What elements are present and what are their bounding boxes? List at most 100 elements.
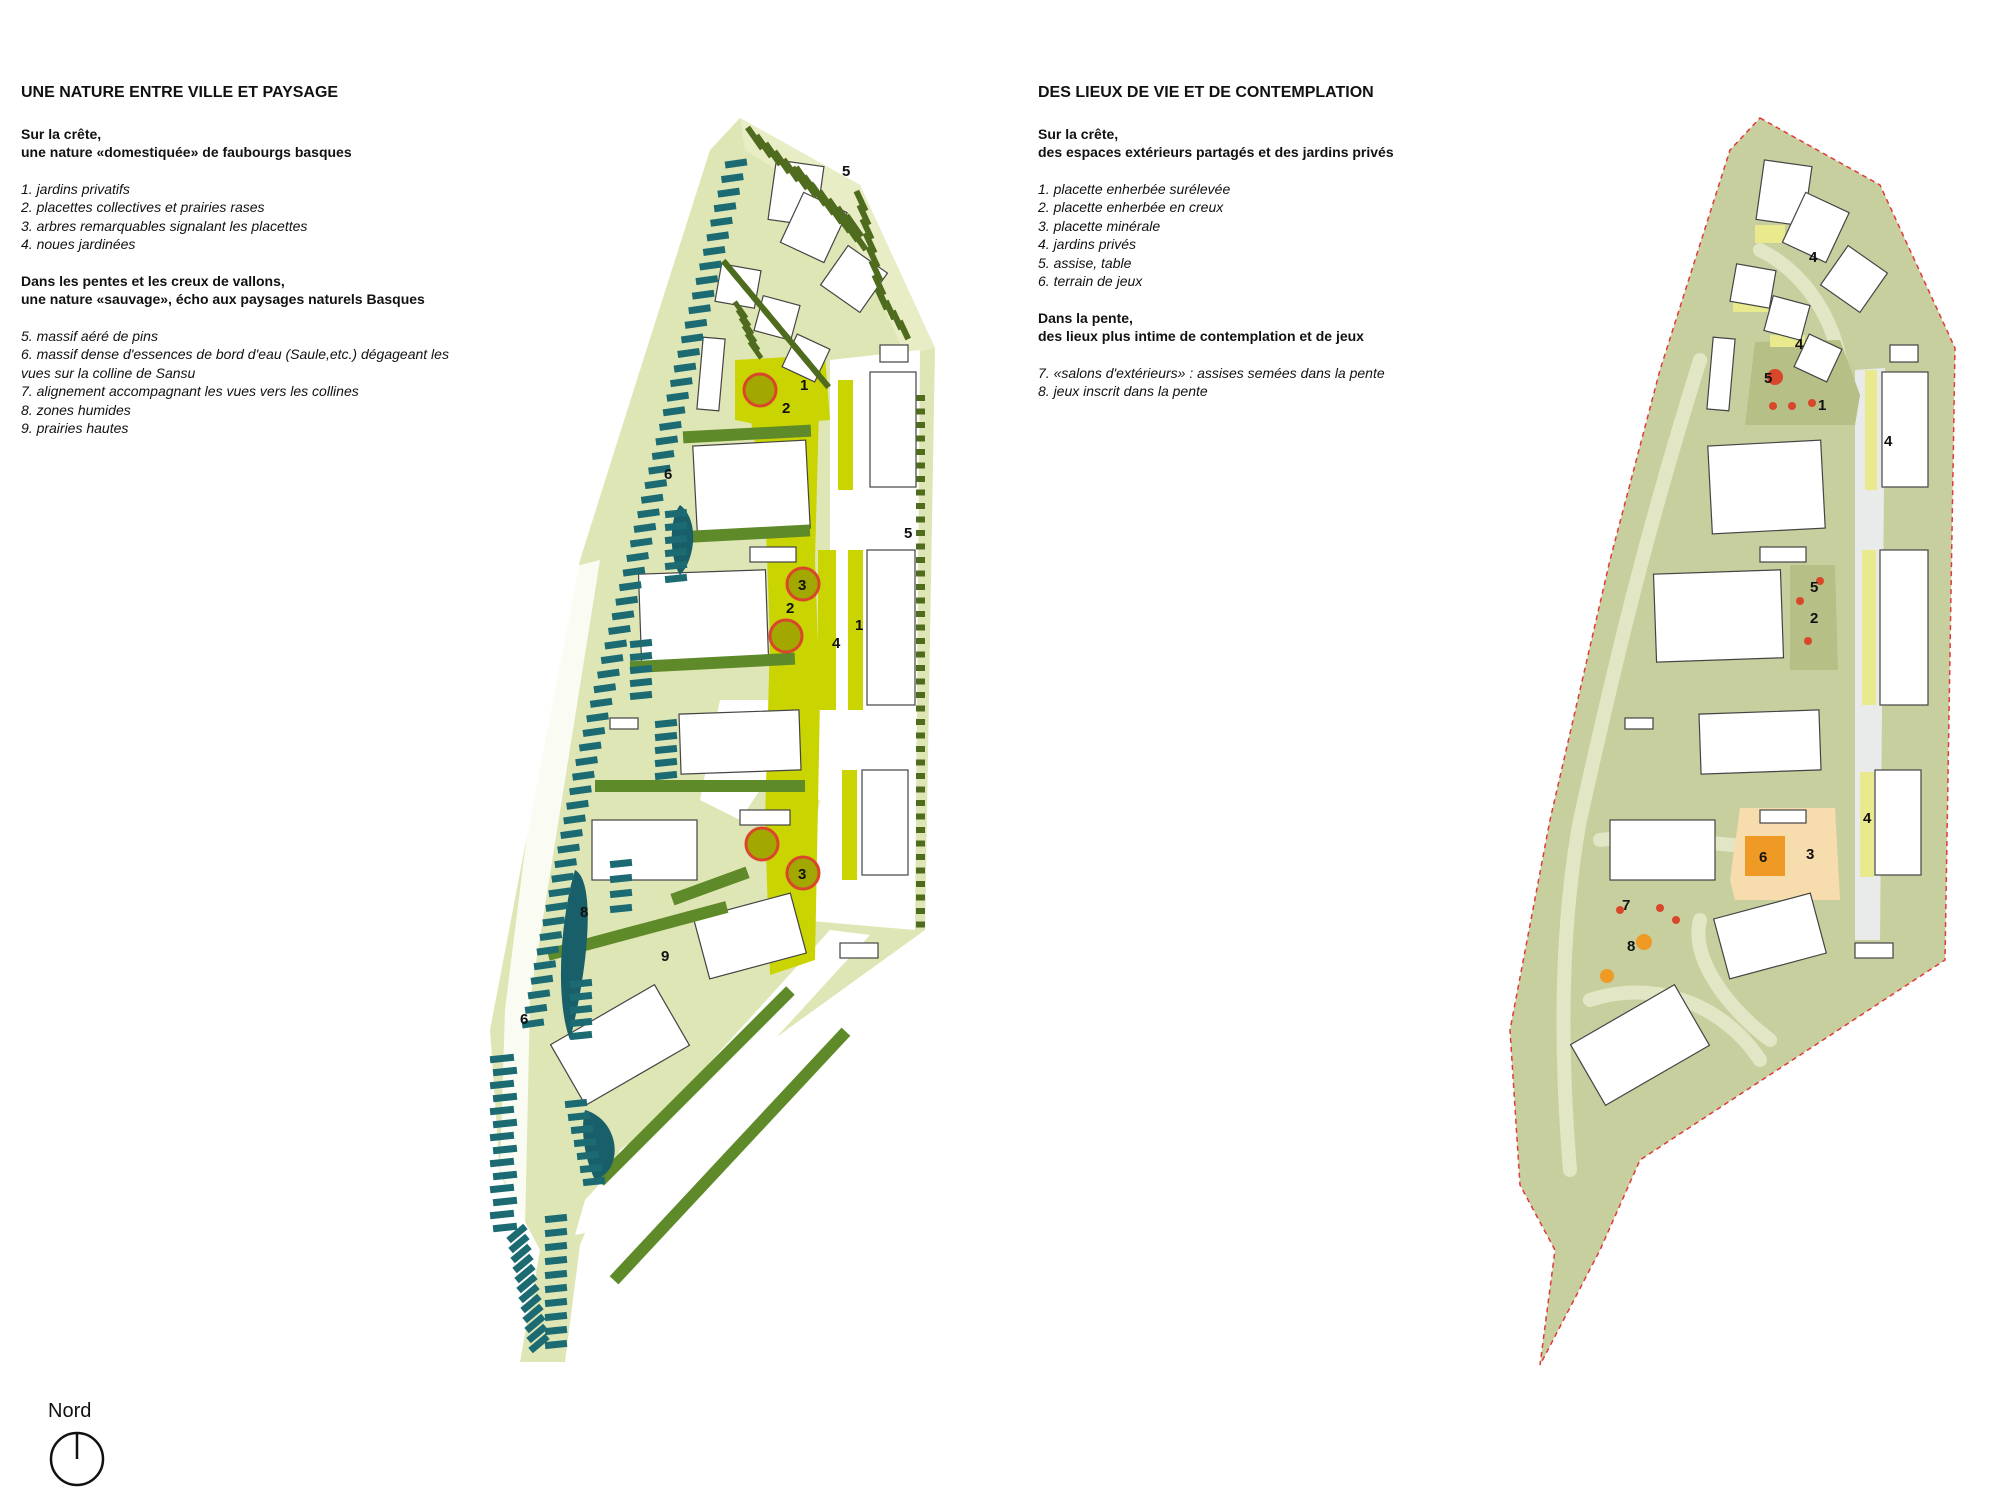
hatch-mark [609, 903, 633, 914]
hatch-mark [569, 1030, 593, 1041]
right-private-garden [1865, 370, 1877, 490]
hatch-mark [702, 245, 726, 256]
hatch-mark [669, 377, 693, 388]
hatch-mark [512, 1253, 534, 1274]
hatch-mark [862, 231, 878, 255]
hatch-mark [567, 1111, 591, 1122]
hatch-mark [664, 534, 688, 545]
right-seat-marker [1788, 402, 1796, 410]
right-map-label: 2 [1810, 610, 1818, 627]
right-building [1793, 333, 1843, 383]
hatch-mark [916, 705, 925, 712]
hatch-mark [489, 1157, 515, 1168]
hatch-mark [664, 521, 688, 532]
right-map-label: 4 [1863, 810, 1872, 827]
left-building [869, 371, 917, 488]
hatch-mark [492, 1092, 518, 1103]
hatch-mark [516, 1273, 538, 1294]
hatch-mark [916, 516, 925, 523]
right-building [1624, 717, 1654, 730]
right-building [1609, 819, 1716, 881]
right-seat-marker [1767, 369, 1783, 385]
left-building [591, 819, 698, 881]
right-section1-heading-1: Sur la crête, [1038, 125, 1119, 142]
left-tree-alignment [682, 424, 812, 444]
hatch-mark [492, 1196, 518, 1207]
hatch-mark [699, 260, 722, 271]
right-building [1706, 336, 1736, 412]
left-item: 8. zones humides [21, 401, 131, 418]
hatch-mark [575, 756, 598, 767]
hatch-mark [664, 547, 688, 558]
hatch-mark [600, 654, 624, 665]
right-hollow-placette [1790, 565, 1838, 670]
hatch-mark [724, 158, 748, 169]
right-item: 2. placette enherbée en creux [1038, 199, 1224, 215]
hatch-mark [569, 1004, 593, 1015]
right-map-label: 3 [1806, 846, 1814, 863]
right-legend: DES LIEUX DE VIE ET DE CONTEMPLATION Sur… [1038, 84, 1558, 401]
hatch-mark [916, 665, 925, 671]
hatch-mark [544, 1325, 568, 1336]
hatch-mark [521, 1018, 545, 1029]
hatch-mark [560, 829, 583, 840]
left-tree-alignment [609, 1027, 851, 1285]
hatch-mark [530, 974, 554, 985]
left-wetland [560, 870, 588, 1040]
left-remarkable-tree [785, 566, 821, 602]
hatch-mark [573, 1137, 597, 1148]
right-seat-marker [1769, 402, 1777, 410]
left-map-label: 3 [798, 866, 806, 883]
hatch-mark [651, 450, 675, 461]
hatch-mark [916, 611, 925, 617]
hatch-mark [916, 813, 925, 820]
hatch-mark [916, 570, 925, 577]
right-building [1759, 809, 1807, 824]
hatch-mark [544, 1297, 568, 1308]
right-item: 4. jardins privés [1038, 236, 1137, 252]
right-seat-marker [1808, 399, 1816, 407]
hatch-mark [916, 489, 925, 496]
left-noue-strip [842, 770, 857, 880]
hatch-mark [664, 560, 688, 571]
hatch-mark [916, 732, 925, 739]
hatch-mark [916, 692, 925, 698]
hatch-mark [518, 1283, 540, 1304]
right-seat-marker [1672, 916, 1680, 924]
hatch-mark [916, 921, 925, 928]
left-building [839, 942, 879, 959]
left-building [861, 769, 909, 876]
right-building [1854, 942, 1894, 959]
hatch-mark [544, 1227, 568, 1238]
left-building [692, 439, 811, 535]
hatch-mark [609, 858, 633, 869]
hatch-mark [544, 1269, 568, 1280]
right-seat-marker [1816, 577, 1824, 585]
right-map-label: 7 [1622, 897, 1630, 914]
hatch-mark [655, 435, 679, 446]
right-map-label: 4 [1884, 433, 1893, 450]
hatch-mark [897, 319, 911, 341]
right-building [1759, 546, 1807, 563]
hatch-mark [916, 435, 925, 442]
hatch-mark [654, 757, 678, 768]
hatch-mark [717, 187, 741, 198]
left-item: 3. arbres remarquables signalant les pla… [21, 217, 308, 234]
left-item: 6. massif dense d'essences de bord d'eau… [21, 346, 449, 362]
hatch-mark [539, 931, 563, 942]
north-compass-icon [49, 1431, 105, 1487]
hatch-mark [544, 1339, 568, 1350]
hatch-mark [720, 173, 744, 184]
left-building [696, 336, 726, 412]
left-map-label: 2 [786, 600, 794, 617]
right-building [1569, 983, 1711, 1107]
hatch-mark [871, 273, 887, 297]
left-item: 2. placettes collectives et prairies ras… [21, 199, 265, 215]
right-path [1556, 353, 1707, 1177]
right-building [1763, 294, 1811, 342]
hatch-mark [859, 217, 875, 241]
hatch-mark [629, 638, 653, 649]
hatch-mark [640, 493, 664, 504]
hatch-mark [916, 746, 925, 752]
hatch-mark [916, 719, 925, 725]
